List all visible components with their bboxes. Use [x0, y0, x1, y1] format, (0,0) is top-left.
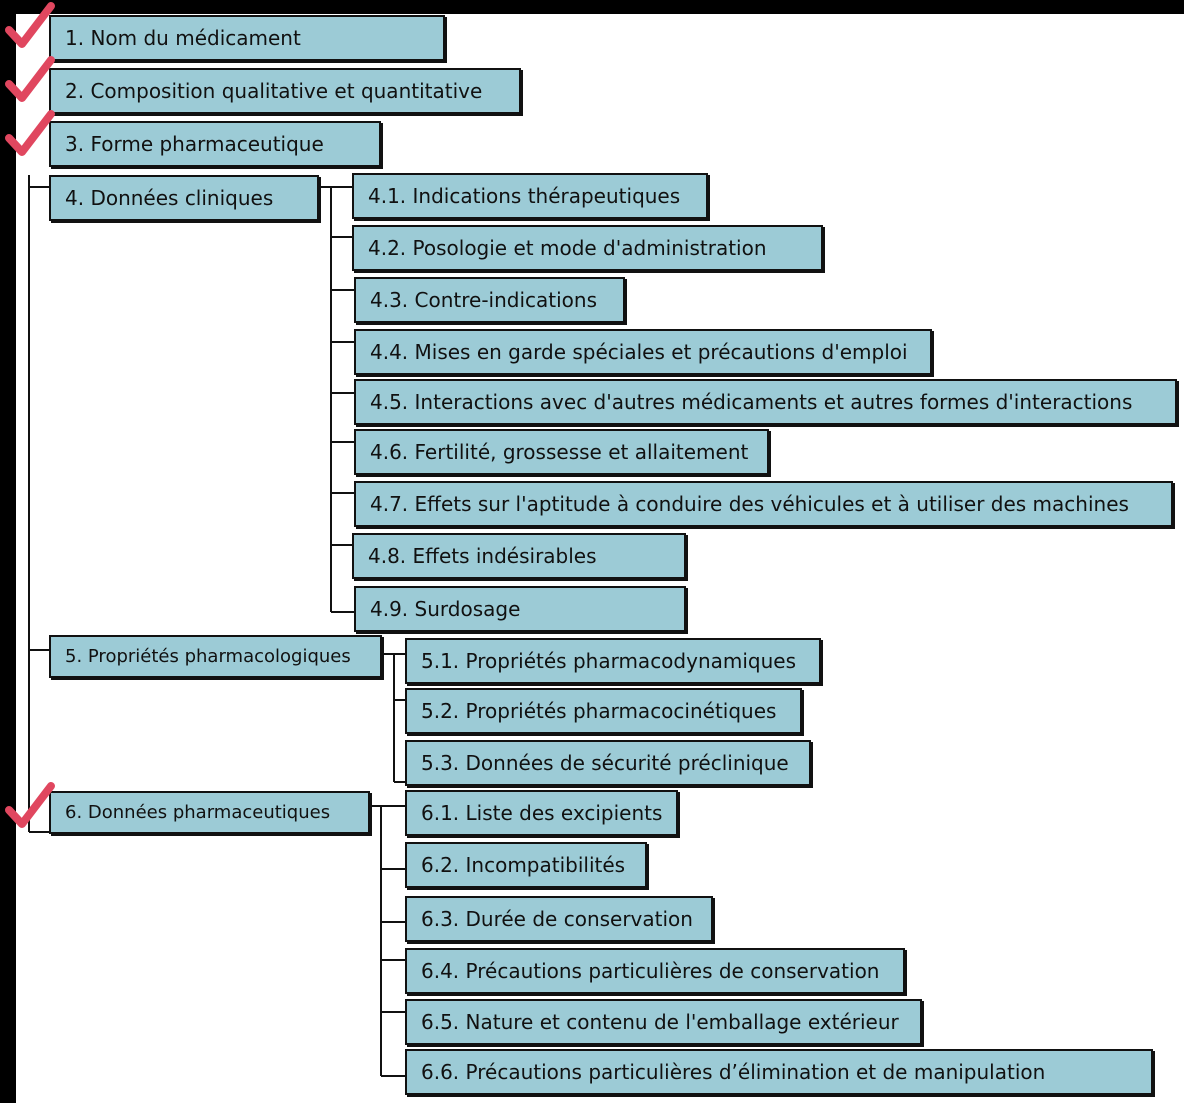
subsection-box-5-3: 5.3. Données de sécurité préclinique [405, 740, 811, 786]
subsection-box-6-6: 6.6. Précautions particulières d’élimina… [405, 1049, 1153, 1095]
subsection-box-6-1: 6.1. Liste des excipients [405, 790, 678, 836]
checkmark-icon [5, 110, 55, 156]
section-box-2: 2. Composition qualitative et quantitati… [49, 68, 521, 114]
subsection-box-4-2: 4.2. Posologie et mode d'administration [352, 225, 823, 271]
subsection-box-4-4: 4.4. Mises en garde spéciales et précaut… [354, 329, 932, 375]
subsection-box-5-1: 5.1. Propriétés pharmacodynamiques [405, 638, 821, 684]
checkmark-icon [5, 2, 55, 48]
section-box-6: 6. Données pharmaceutiques [49, 791, 370, 834]
subsection-box-6-2: 6.2. Incompatibilités [405, 842, 647, 888]
frame-top-edge [0, 0, 1184, 14]
section-box-4: 4. Données cliniques [49, 175, 319, 221]
subsection-box-4-7: 4.7. Effets sur l'aptitude à conduire de… [354, 481, 1173, 527]
subsection-box-4-6: 4.6. Fertilité, grossesse et allaitement [354, 429, 769, 475]
checkmark-icon [5, 782, 55, 828]
subsection-box-5-2: 5.2. Propriétés pharmacocinétiques [405, 688, 802, 734]
subsection-box-4-5: 4.5. Interactions avec d'autres médicame… [354, 379, 1177, 425]
subsection-box-4-9: 4.9. Surdosage [354, 586, 686, 632]
section-box-1: 1. Nom du médicament [49, 15, 445, 61]
checkmark-icon [5, 56, 55, 102]
section-box-5: 5. Propriétés pharmacologiques [49, 635, 382, 678]
subsection-box-6-4: 6.4. Précautions particulières de conser… [405, 948, 905, 994]
subsection-box-4-1: 4.1. Indications thérapeutiques [352, 173, 708, 219]
frame-left-edge [0, 0, 16, 1103]
subsection-box-4-8: 4.8. Effets indésirables [352, 533, 686, 579]
subsection-box-6-5: 6.5. Nature et contenu de l'emballage ex… [405, 999, 922, 1045]
section-box-3: 3. Forme pharmaceutique [49, 121, 381, 167]
subsection-box-4-3: 4.3. Contre-indications [354, 277, 625, 323]
subsection-box-6-3: 6.3. Durée de conservation [405, 896, 713, 942]
